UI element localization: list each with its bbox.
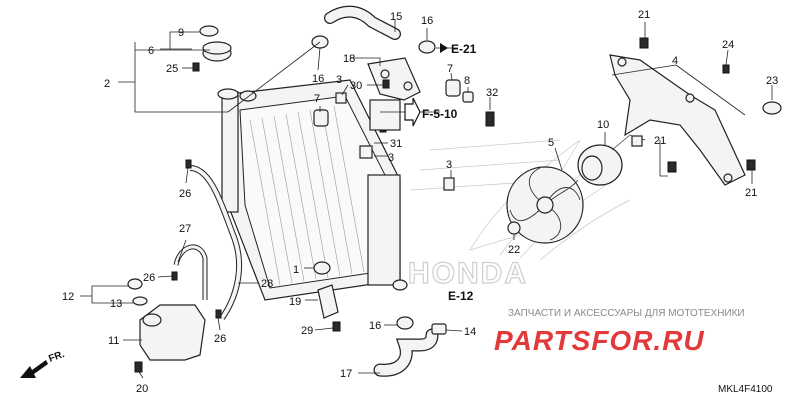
callout-19: 19 <box>289 296 301 308</box>
callout-2: 2 <box>104 78 110 90</box>
callout-28: 28 <box>261 278 273 290</box>
callout-8: 8 <box>464 75 470 87</box>
callout-16c: 16 <box>369 320 381 332</box>
bolt-21b <box>667 161 677 173</box>
callout-9: 9 <box>178 27 184 39</box>
callout-21b: 21 <box>654 135 666 147</box>
fr-arrow-icon <box>20 360 48 378</box>
callout-18: 18 <box>343 53 355 65</box>
callout-16a: 16 <box>421 15 433 27</box>
callout-17: 17 <box>340 368 352 380</box>
leader-lines <box>80 20 773 379</box>
callout-13: 13 <box>110 298 122 310</box>
cooling-fan <box>506 166 584 244</box>
bolt-29 <box>332 321 341 332</box>
callout-3c: 3 <box>446 159 452 171</box>
seal-13 <box>132 296 148 306</box>
callout-21c: 21 <box>745 187 757 199</box>
hose-clamp-16b <box>418 40 436 54</box>
callout-25: 25 <box>166 63 178 75</box>
nut-22 <box>507 221 521 235</box>
callout-7b: 7 <box>314 93 320 105</box>
hose-clamp-16c <box>396 316 414 330</box>
clip-26a <box>185 159 192 169</box>
ref-arrow-e21 <box>440 43 448 53</box>
grommet-7a <box>445 79 461 97</box>
callout-14: 14 <box>464 326 476 338</box>
bolt-21c <box>746 159 756 171</box>
bolt-30 <box>382 79 390 89</box>
callout-29: 29 <box>301 325 313 337</box>
bracket-19 <box>317 284 339 319</box>
callout-32: 32 <box>486 87 498 99</box>
honda-wordmark: HONDA <box>408 257 528 290</box>
callout-16b: 16 <box>312 73 324 85</box>
callout-10: 10 <box>597 119 609 131</box>
clip-3a <box>335 92 347 104</box>
callout-5: 5 <box>548 137 554 149</box>
callout-21a: 21 <box>638 9 650 21</box>
reserve-cap-12 <box>127 278 143 290</box>
callout-7a: 7 <box>447 63 453 75</box>
bolt-25 <box>192 62 200 72</box>
clamp-14 <box>431 323 447 335</box>
bolt-32 <box>485 111 495 127</box>
siphon-hose-28 <box>189 165 243 320</box>
bracket-18 <box>367 57 421 101</box>
clip-26b <box>171 271 178 281</box>
collar-8 <box>462 91 474 103</box>
mount-rubber-1 <box>313 261 331 275</box>
ref-e21: E-21 <box>451 42 477 56</box>
ref-arrow-f510 <box>404 97 421 127</box>
fan-motor <box>577 134 646 186</box>
callout-12: 12 <box>62 291 74 303</box>
callout-23: 23 <box>766 75 778 87</box>
callout-26b: 26 <box>179 188 191 200</box>
sensor-frame <box>369 99 401 131</box>
callout-4: 4 <box>672 55 678 67</box>
front-label: FR. <box>47 349 66 365</box>
clip-26c <box>215 309 222 319</box>
bolt-20 <box>134 361 143 373</box>
callout-11: 11 <box>108 335 119 347</box>
overflow-hose-27 <box>173 244 208 300</box>
callout-22: 22 <box>508 244 520 256</box>
lower-hose <box>373 328 439 377</box>
reserve-tank <box>139 304 206 361</box>
ref-e12: E-12 <box>448 289 474 303</box>
callout-31: 31 <box>390 138 402 150</box>
radiator <box>217 79 408 301</box>
callout-26c: 26 <box>214 333 226 345</box>
bolt-24 <box>722 64 730 74</box>
ref-f510: F-5-10 <box>422 107 458 121</box>
callout-27: 27 <box>179 223 191 235</box>
callout-30: 30 <box>350 80 362 92</box>
shop-caption: ЗАПЧАСТИ И АКСЕССУАРЫ ДЛЯ МОТОТЕХНИКИ <box>508 308 745 319</box>
callout-1: 1 <box>293 264 299 276</box>
callout-15: 15 <box>390 11 402 23</box>
shop-logo: PARTSFOR.RU <box>494 325 705 356</box>
bolt-21a <box>639 37 649 49</box>
upper-hose <box>324 5 401 40</box>
callout-24: 24 <box>722 39 734 51</box>
clip-3c <box>443 177 455 191</box>
callout-3a: 3 <box>336 74 342 86</box>
callout-20: 20 <box>136 383 148 395</box>
grommet-23 <box>762 101 782 115</box>
callout-3b: 3 <box>388 152 394 164</box>
fan-shroud <box>609 54 746 186</box>
radiator-cap <box>199 25 232 62</box>
callout-26a: 26 <box>143 272 155 284</box>
grommet-7b <box>313 109 329 127</box>
clip-3b <box>359 145 373 159</box>
callout-6: 6 <box>148 45 154 57</box>
diagram-code: MKL4F4100 <box>718 384 773 395</box>
